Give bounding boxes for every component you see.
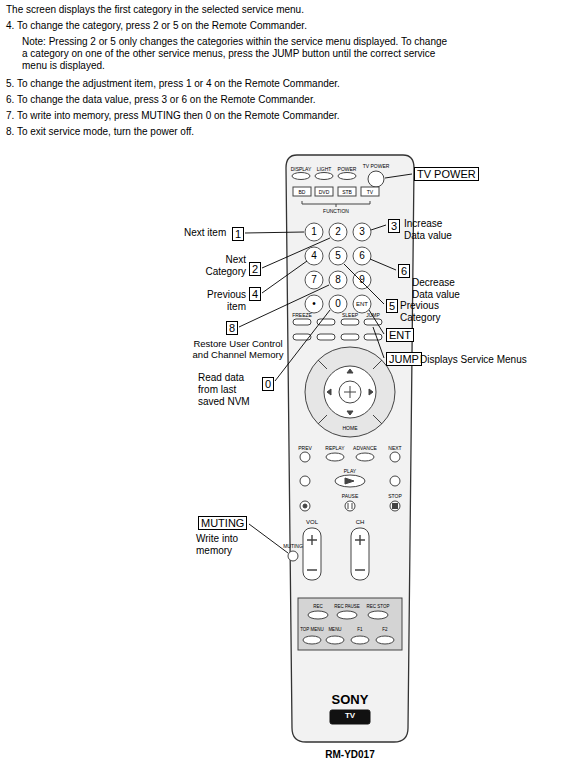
- button-label: JUMP: [366, 312, 380, 318]
- button-label: BD: [299, 189, 306, 195]
- button-label: STB: [342, 189, 352, 195]
- callout-label: Increase Data value: [404, 218, 460, 242]
- button-label: DISPLAY: [291, 166, 312, 172]
- button-label: SONY: [332, 692, 369, 708]
- button-label: 7: [311, 274, 317, 286]
- callout-text: TV POWER: [417, 168, 476, 180]
- button-label: VOL: [306, 519, 318, 526]
- button-label: FREEZE: [292, 312, 312, 318]
- callout-box: MUTING: [198, 516, 247, 530]
- button-label: 0: [335, 298, 341, 310]
- instruction-text: 7. To write into memory, press MUTING th…: [6, 110, 340, 122]
- button-label: NEXT: [388, 445, 401, 451]
- button-label: 9: [359, 274, 365, 286]
- button-label: CH: [356, 519, 365, 526]
- callout-box: 4: [249, 287, 261, 301]
- button-label: PAUSE: [342, 493, 359, 499]
- callout-label: RM-YD017: [325, 749, 374, 761]
- callout-text: JUMP: [389, 353, 419, 365]
- callout-label: Next Category: [200, 254, 246, 278]
- callout-label: Read data from last saved NVM: [198, 372, 254, 408]
- button-label: LIGHT: [317, 166, 332, 172]
- button-label: REPLAY: [325, 445, 344, 451]
- callout-text: MUTING: [201, 517, 244, 529]
- callout-label: Next item: [184, 227, 226, 239]
- callout-box: 5: [386, 299, 398, 313]
- callout-label: Decrease Data value: [412, 277, 468, 301]
- button-label: TOP MENU: [300, 627, 324, 632]
- button-label: HOME: [343, 425, 358, 431]
- button-label: DVD: [319, 189, 330, 195]
- button-label: PREV: [298, 445, 312, 451]
- instruction-text: 5. To change the adjustment item, press …: [6, 78, 340, 90]
- callout-text: 3: [391, 220, 397, 232]
- callout-text: 2: [252, 263, 258, 275]
- callout-label: Displays Service Menus: [420, 354, 527, 366]
- button-label: SLEEP: [342, 312, 358, 318]
- button-label: 2: [335, 226, 341, 238]
- button-label: F1: [357, 627, 362, 632]
- button-label: REC STOP: [367, 604, 390, 609]
- button-label: 5: [335, 250, 341, 262]
- callout-text: 6: [401, 265, 407, 277]
- instruction-text: 4. To change the category, press 2 or 5 …: [6, 20, 307, 32]
- instruction-text: The screen displays the first category i…: [6, 4, 304, 16]
- instruction-text: 8. To exit service mode, turn the power …: [6, 126, 194, 138]
- button-label: 8: [335, 274, 341, 286]
- button-label: 6: [359, 250, 365, 262]
- callout-box: 0: [262, 377, 274, 391]
- button-label: REC PAUSE: [334, 604, 360, 609]
- button-label: POWER: [338, 166, 357, 172]
- button-label: ENT: [356, 301, 368, 308]
- instruction-text: 6. To change the data value, press 3 or …: [6, 94, 315, 106]
- button-label: 4: [311, 250, 317, 262]
- callout-box: TV POWER: [414, 167, 479, 181]
- callout-text: 4: [252, 288, 258, 300]
- button-label: MUTING: [283, 543, 303, 549]
- callout-box: 2: [249, 262, 261, 276]
- button-label: PLAY: [344, 468, 356, 474]
- callout-label: Previous Category: [400, 300, 458, 324]
- callout-box: JUMP: [386, 352, 422, 366]
- button-label: TV: [367, 189, 373, 195]
- callout-text: 5: [389, 300, 395, 312]
- button-label: TV: [345, 711, 355, 721]
- button-label: STOP: [388, 493, 402, 499]
- callout-box: 1: [232, 227, 244, 241]
- callout-box: ENT: [386, 328, 414, 342]
- callout-label: Restore User Control and Channel Memory: [186, 338, 290, 361]
- callout-text: 1: [235, 228, 241, 240]
- callout-box: 8: [226, 321, 238, 335]
- button-label: F2: [382, 627, 387, 632]
- button-label: REC: [313, 604, 323, 609]
- callout-label: Write into memory: [196, 533, 256, 557]
- callout-text: 8: [229, 322, 235, 334]
- button-label: ADVANCE: [353, 445, 377, 451]
- callout-text: ENT: [389, 329, 411, 341]
- instruction-text: Note: Pressing 2 or 5 only changes the c…: [22, 36, 452, 72]
- button-label: 3: [359, 226, 365, 238]
- callout-box: 3: [388, 219, 400, 233]
- callout-box: 6: [398, 264, 410, 278]
- callout-label: Previous item: [200, 289, 246, 313]
- button-label: TV POWER: [363, 163, 390, 169]
- button-label: FUNCTION: [323, 208, 349, 214]
- button-label: MENU: [328, 627, 341, 632]
- button-label: 1: [311, 226, 317, 238]
- callout-text: 0: [265, 378, 271, 390]
- button-label: •: [312, 298, 316, 310]
